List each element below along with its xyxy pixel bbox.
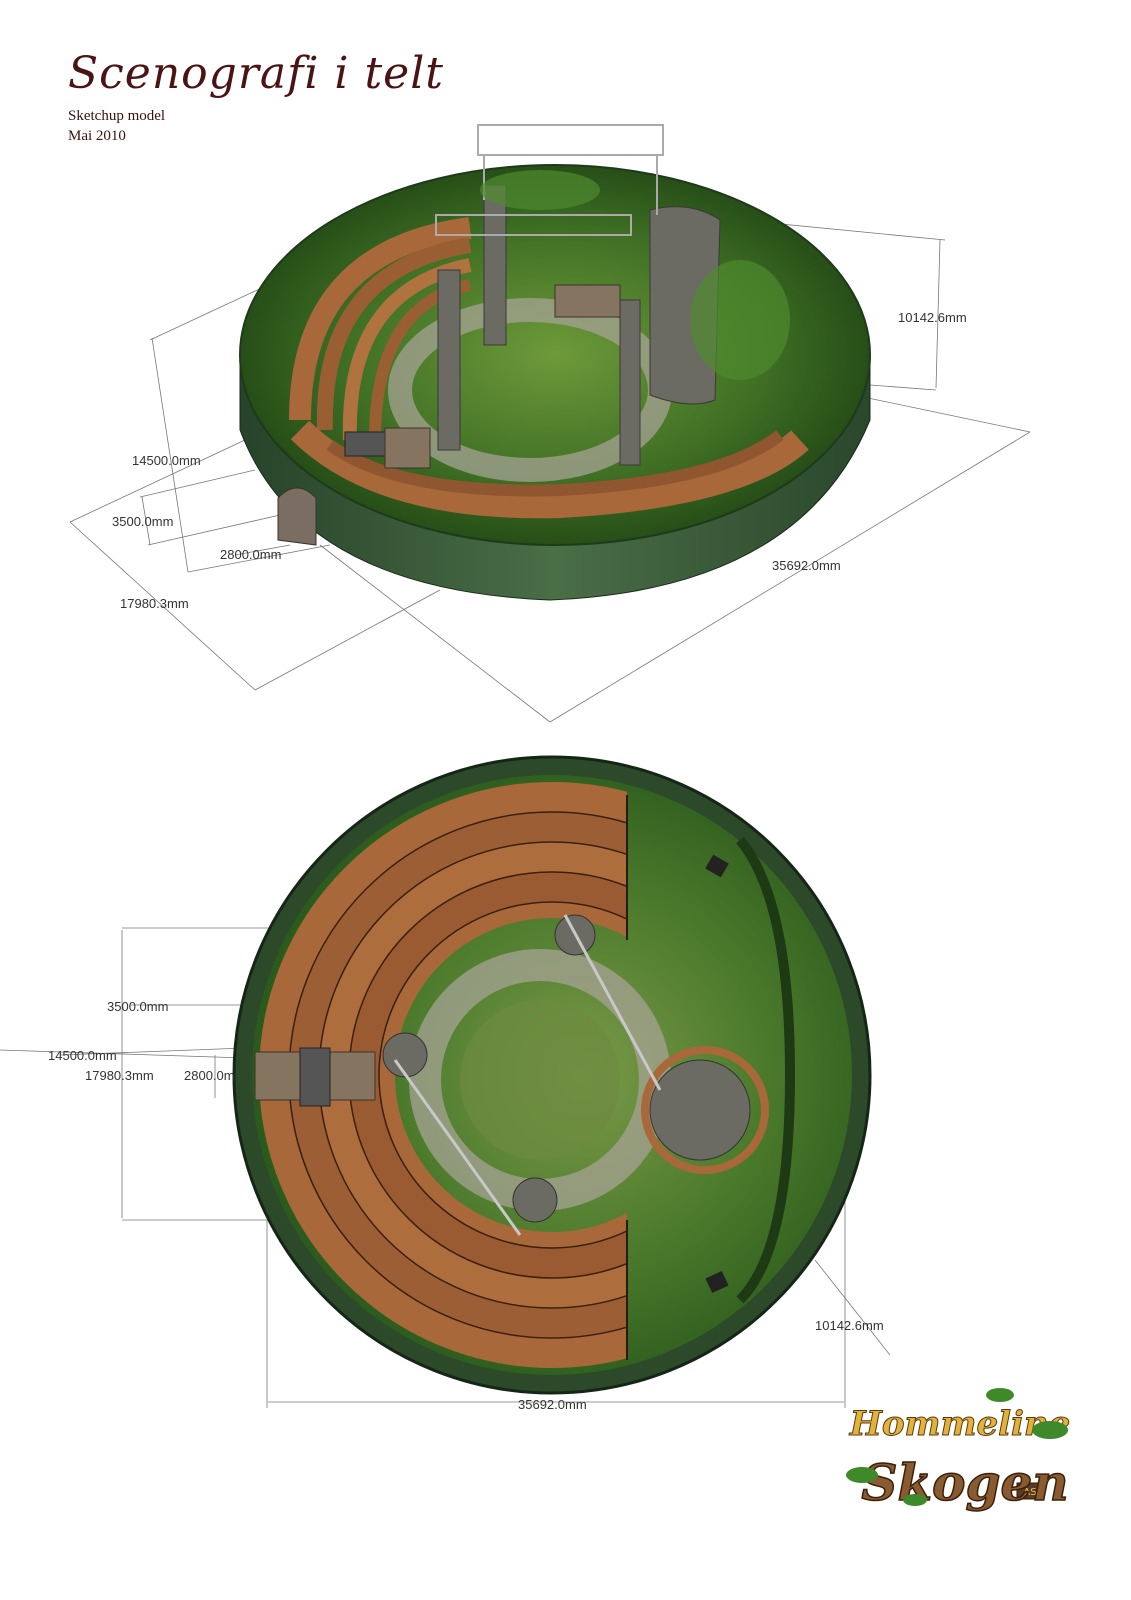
plan-forest-edge: [736, 836, 796, 1304]
logo: AS Hommeline Skogen: [846, 1388, 1071, 1513]
page-title: Scenografi i telt: [68, 48, 444, 99]
hanging-foliage: [480, 170, 790, 380]
page-subtitle: Sketchup model: [68, 108, 166, 124]
iso-dim-entrance-height: 3500.0mm: [112, 514, 174, 529]
plan-control-desk: [299, 1047, 331, 1107]
iso-dimension-lines: [69, 221, 1031, 723]
plan-tree-platform: [641, 1046, 769, 1174]
plan-tent-ring: [232, 755, 872, 1395]
plan-dim-diameter: 35692.0mm: [518, 1397, 587, 1412]
entrance-arch: [277, 487, 317, 546]
stone-wall: [384, 427, 431, 469]
plan-dim-entrance-height: 3500.0mm: [107, 999, 169, 1014]
iso-dim-height-right: 10142.6mm: [898, 310, 967, 325]
page-date: Mai 2010: [68, 128, 126, 144]
plan-stage-ground: [252, 775, 852, 1375]
stone-gate: [554, 284, 621, 318]
logo-badge: AS: [1023, 1487, 1036, 1498]
iso-dim-radius: 17980.3mm: [120, 596, 189, 611]
plan-dim-radius: 17980.3mm: [85, 1068, 154, 1083]
plan-dim-height-right: 10142.6mm: [815, 1318, 884, 1333]
logo-line1: Hommeline: [849, 1404, 1071, 1444]
plan-trees: [382, 914, 751, 1223]
plan-forest-path: [409, 949, 671, 1211]
iso-dim-entrance-width: 2800.0mm: [220, 547, 282, 562]
plan-dim-entrance-width: 2800.0m: [184, 1068, 235, 1083]
logo-line2: Skogen: [861, 1453, 1068, 1512]
iso-dim-diameter: 35692.0mm: [772, 558, 841, 573]
plan-seating: [259, 782, 627, 1368]
iso-dim-height-left: 14500.0mm: [132, 453, 201, 468]
isometric-view: [69, 124, 1031, 723]
plan-speaker-top: [705, 854, 729, 878]
plan-speaker-bottom: [705, 1270, 729, 1294]
lighting-truss: [435, 124, 664, 236]
control-desk: [344, 431, 386, 457]
plan-dim-height-left: 14500.0mm: [48, 1048, 117, 1063]
plan-truss: [393, 914, 662, 1236]
plan-entrance: [254, 1051, 376, 1101]
